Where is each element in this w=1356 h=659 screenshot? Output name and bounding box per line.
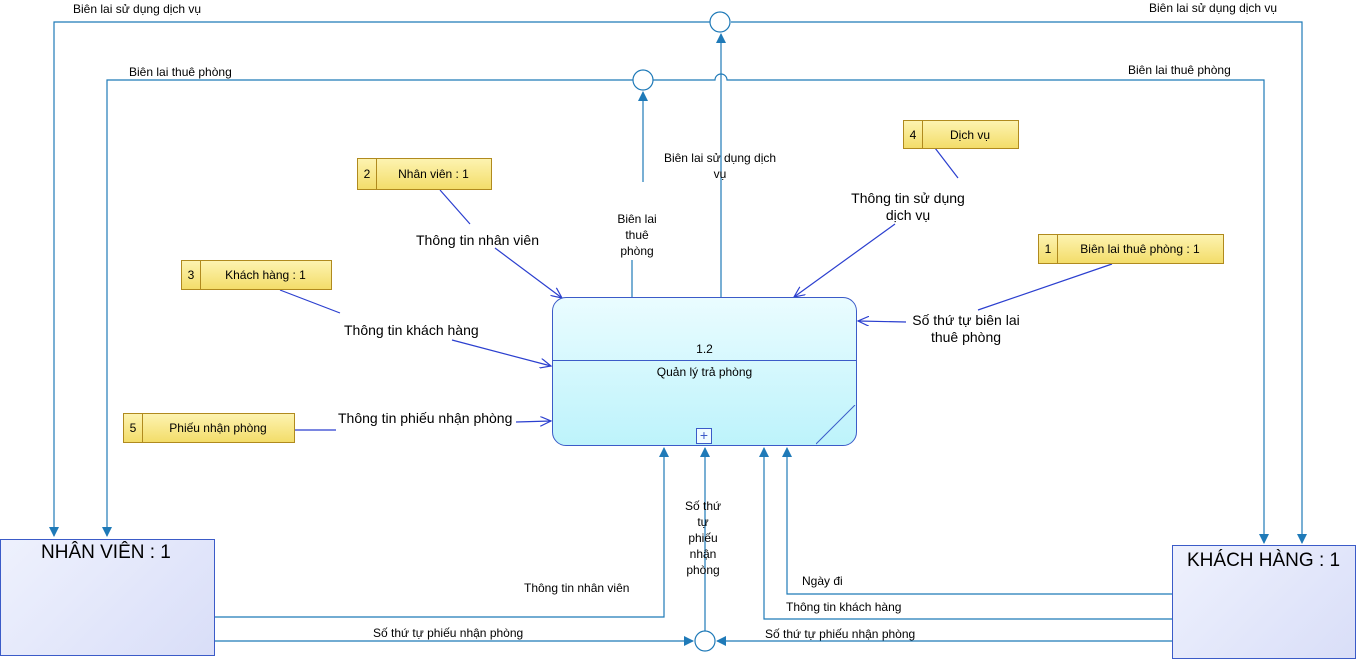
label-receipt-number: Số thứ tự biên lai thuê phòng [912,312,1020,345]
data-store-service-label: Dịch vụ [949,127,990,142]
link-ds-customer [279,289,551,366]
label-right-receipt-room: Biên lai thuê phòng [1128,63,1231,77]
flow-receipt-room-to-customer [653,73,1269,544]
label-slip-number-vertical: Số thứ tự phiếu nhận phòng [684,499,722,577]
data-store-service[interactable]: 4 Dịch vụ [903,120,1019,149]
link-ds-receipt [858,263,1113,322]
label-slip-number-right: Số thứ tự phiếu nhận phòng [765,627,916,641]
data-store-customer-label: Khách hàng : 1 [225,268,306,282]
label-staff-info-bottom: Thông tin nhân viên [524,581,630,595]
data-store-customer-num: 3 [182,261,201,289]
label-checkin-slip-info: Thông tin phiếu nhận phòng [338,410,513,426]
link-ds-checkin-slip [295,421,551,430]
label-up-receipt-service: Biên lai sử dụng dịch vụ [663,151,777,181]
data-store-receipt-label: Biên lai thuê phòng : 1 [1080,242,1200,256]
entity-staff[interactable]: NHÂN VIÊN : 1 [0,539,215,656]
data-store-receipt[interactable]: 1 Biên lai thuê phòng : 1 [1038,234,1224,264]
label-customer-info: Thông tin khách hàng [344,322,479,338]
label-top-right-receipt-service: Biên lai sử dụng dịch vụ [1149,1,1278,15]
flow-receipt-service-to-customer [731,21,1307,544]
process-return-room[interactable]: 1.2 Quản lý trả phòng + [552,297,857,446]
data-store-checkin-slip-num: 5 [124,414,143,442]
junction-bottom-slip [694,630,716,652]
flow-up-receipt-room [631,92,643,297]
label-top-left-receipt-service: Biên lai sử dụng dịch vụ [73,2,202,16]
process-id: 1.2 [696,342,713,356]
label-customer-info-bottom: Thông tin khách hàng [786,600,902,614]
data-store-service-num: 4 [904,121,923,148]
process-name: Quản lý trả phòng [656,365,753,379]
process-divider [553,360,856,361]
data-store-staff-label: Nhân viên : 1 [398,167,469,181]
junction-top-service [709,11,731,33]
label-slip-number-left: Số thứ tự phiếu nhận phòng [373,626,524,640]
data-store-checkin-slip-label: Phiếu nhận phòng [169,421,267,435]
flow-staff-info-to-process [215,447,669,618]
label-left-receipt-room: Biên lai thuê phòng [129,65,232,79]
flow-receipt-service-to-staff [49,21,720,537]
label-service-usage-info: Thông tin sử dụng dịch vụ [851,190,965,223]
link-ds-service [794,147,959,297]
data-store-staff[interactable]: 2 Nhân viên : 1 [357,158,492,190]
process-corner-mark [816,405,856,445]
flow-receipt-room-to-staff [102,79,633,537]
expand-plus-icon[interactable]: + [696,428,712,444]
label-departure-date: Ngày đi [802,574,843,588]
data-store-staff-num: 2 [358,159,377,189]
label-staff-info: Thông tin nhân viên [416,232,539,248]
flow-customer-info-bottom [759,447,1172,620]
data-store-receipt-num: 1 [1039,235,1058,263]
data-store-checkin-slip[interactable]: 5 Phiếu nhận phòng [123,413,295,443]
data-store-customer[interactable]: 3 Khách hàng : 1 [181,260,332,290]
link-ds-staff [439,189,562,298]
entity-customer-label: KHÁCH HÀNG : 1 [1187,550,1341,571]
entity-customer[interactable]: KHÁCH HÀNG : 1 [1172,545,1356,659]
junction-top-room [632,69,654,91]
entity-staff-label: NHÂN VIÊN : 1 [41,542,171,563]
flow-departure-date [782,447,1172,595]
label-up-receipt-room: Biên lai thuê phòng [617,212,657,258]
